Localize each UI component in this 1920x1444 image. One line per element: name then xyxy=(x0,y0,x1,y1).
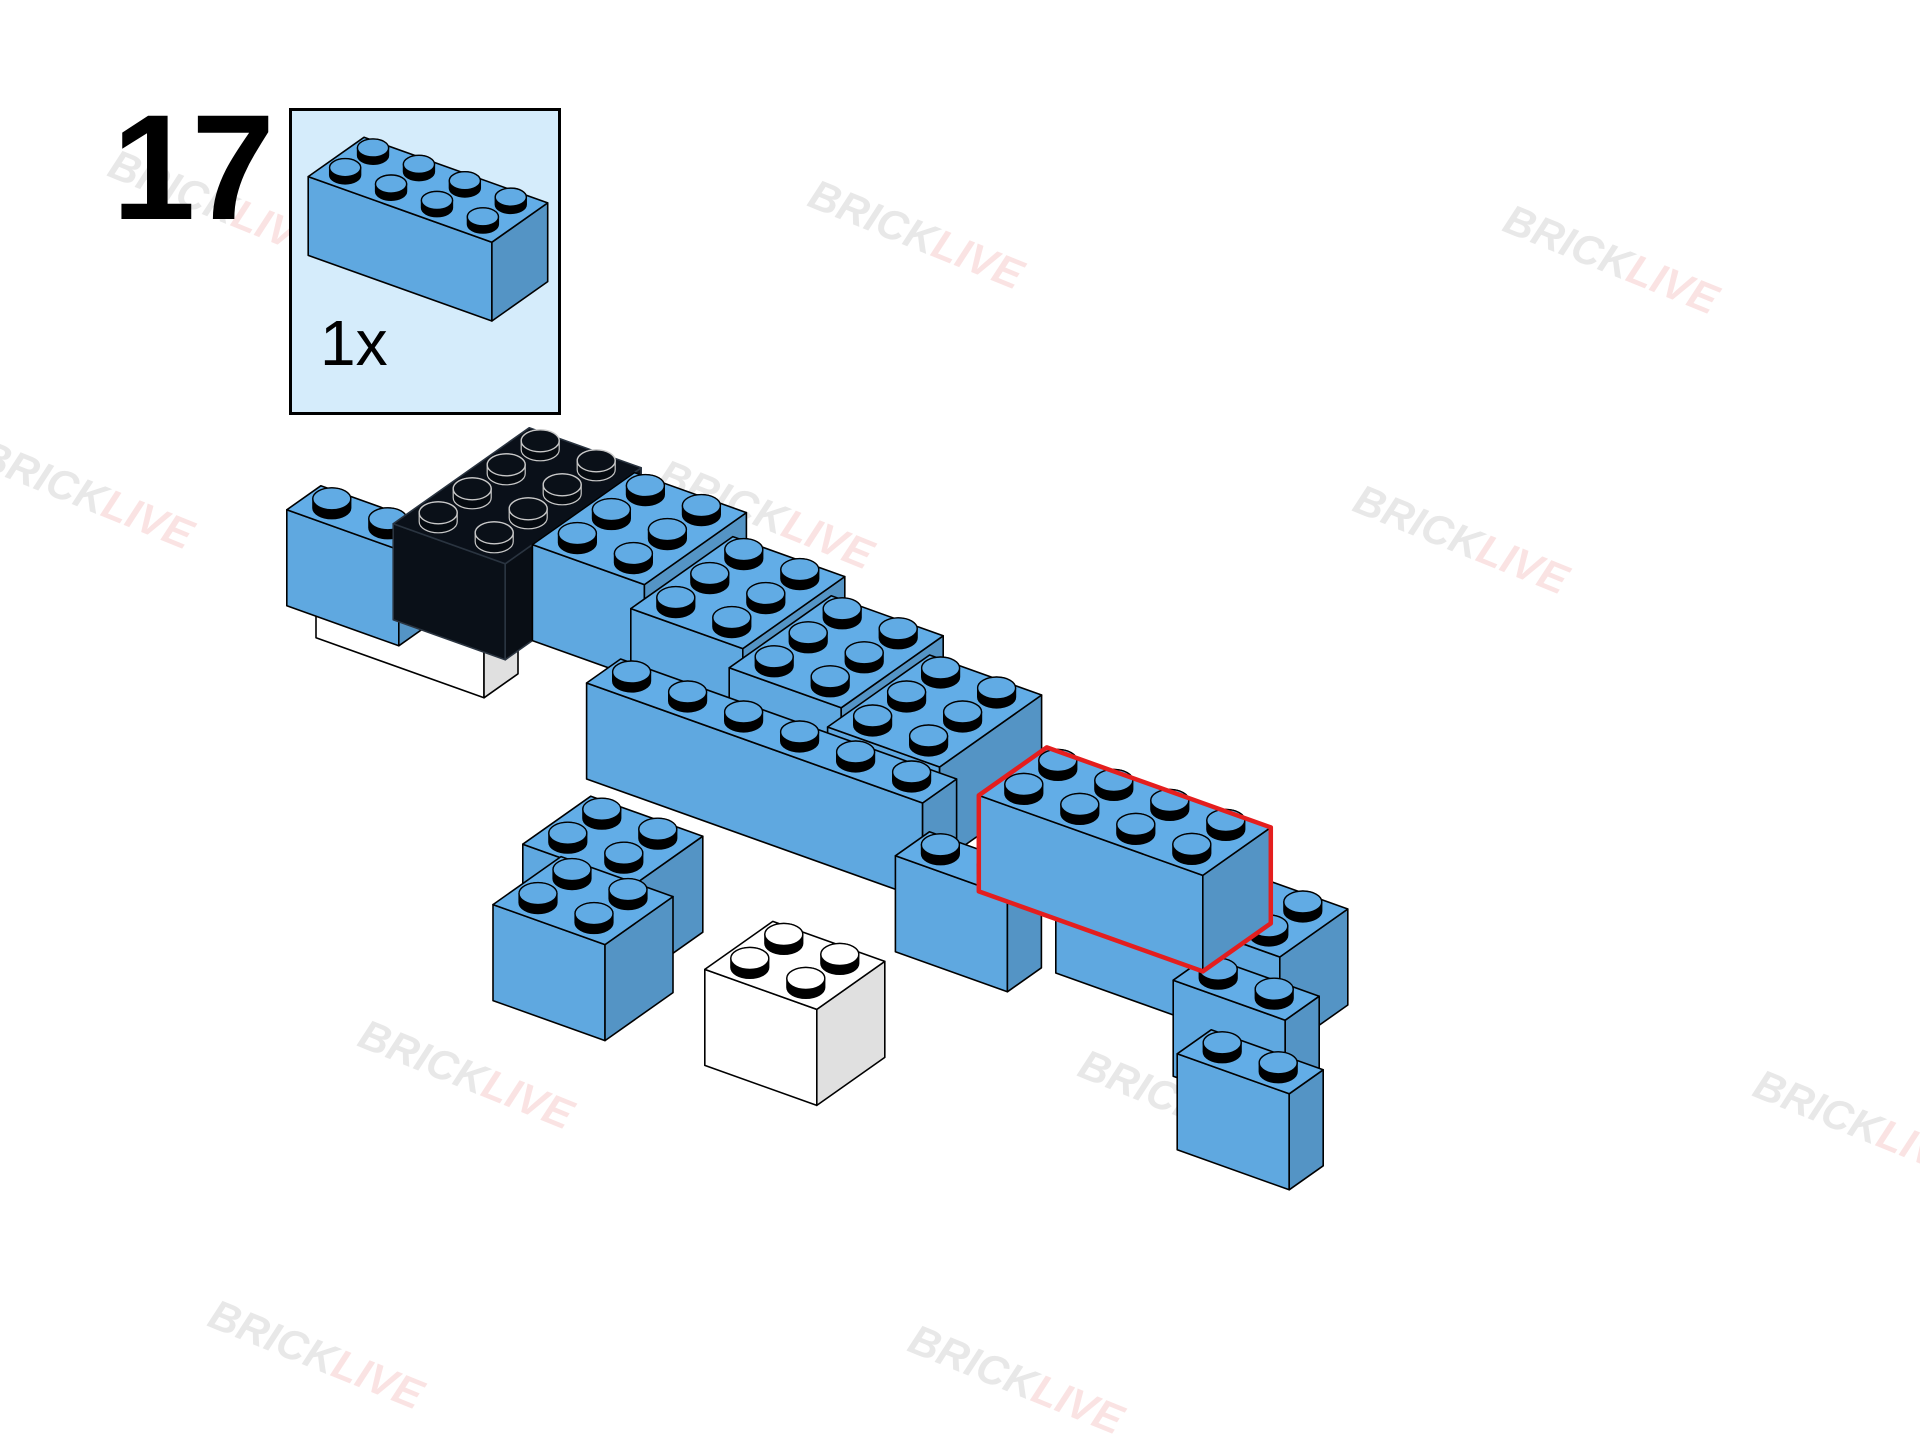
brick-stud xyxy=(356,138,390,165)
brick-stud xyxy=(494,187,528,215)
callout-brick-2x4 xyxy=(307,136,549,322)
brick-stud xyxy=(402,154,436,182)
brick-stud xyxy=(542,473,582,506)
brick-stud xyxy=(557,521,598,555)
brick-stud xyxy=(764,922,804,955)
model-brick-new-2x4 xyxy=(976,745,1274,974)
watermark-text-b: LIVE xyxy=(1025,1364,1130,1444)
brick-stud xyxy=(690,561,730,595)
brick-stud xyxy=(908,724,949,757)
brick-stud xyxy=(574,901,614,935)
brick-stud xyxy=(611,660,652,693)
brick-stud xyxy=(576,449,616,482)
brick-stud xyxy=(552,857,592,891)
brick-stud xyxy=(520,429,560,462)
model-assembly-diagram xyxy=(285,426,1349,1191)
brick-stud xyxy=(822,597,862,630)
brick-stud xyxy=(891,760,932,793)
brick-stud xyxy=(788,621,828,654)
brick-stud xyxy=(724,537,764,571)
brick-stud xyxy=(613,541,654,575)
brick-stud xyxy=(730,946,770,979)
brick-stud xyxy=(466,207,500,234)
brick-stud xyxy=(786,966,826,999)
brick-stud xyxy=(920,656,961,689)
brick-stud xyxy=(1172,832,1212,865)
brick-stud xyxy=(835,740,876,773)
brick-stud xyxy=(312,487,352,520)
step-number: 17 xyxy=(112,83,275,251)
brick-stud xyxy=(878,617,918,650)
brick-stud xyxy=(1094,768,1134,801)
brick-stud xyxy=(638,817,678,850)
brick-stud xyxy=(780,557,820,591)
brick-stud xyxy=(667,680,708,713)
brick-stud xyxy=(852,704,893,737)
brick-stud xyxy=(548,821,588,854)
brick-stud xyxy=(754,645,794,678)
brick-stud xyxy=(942,700,983,733)
brick-stud xyxy=(1004,772,1044,805)
brick-stud xyxy=(647,517,688,551)
brick-stud xyxy=(582,797,622,830)
brick-stud xyxy=(448,171,482,198)
brick-stud xyxy=(1202,1031,1242,1064)
parts-callout: 1x xyxy=(289,108,561,415)
brick-stud xyxy=(374,174,408,201)
brick-stud xyxy=(779,720,820,753)
brick-stud xyxy=(604,841,644,874)
brick-stud xyxy=(712,605,752,639)
brick-stud xyxy=(418,501,458,534)
brick-stud xyxy=(844,641,884,674)
brick-stud xyxy=(474,521,514,554)
part-brick-2x4-icon xyxy=(307,136,549,322)
brick-stud xyxy=(1258,1051,1298,1084)
brick-stud xyxy=(681,493,722,527)
brick-stud xyxy=(886,680,927,713)
new-part-highlight-outline xyxy=(976,745,1274,974)
brick-stud xyxy=(1116,812,1156,845)
brick-stud xyxy=(518,881,558,915)
brick-stud xyxy=(656,585,696,619)
brick-stud xyxy=(452,477,492,510)
brick-stud xyxy=(420,190,454,218)
brick-stud xyxy=(591,497,632,531)
model-brick-blue-tail-tip-2 xyxy=(1176,1029,1324,1191)
brick-stud xyxy=(486,453,526,486)
brick-stud xyxy=(1283,890,1323,923)
model-brick-white-leg xyxy=(703,920,886,1107)
brick-stud xyxy=(625,473,666,507)
brick-stud xyxy=(328,157,362,185)
brick-stud xyxy=(976,676,1017,709)
brick-stud xyxy=(810,665,850,698)
brick-stud xyxy=(746,581,786,615)
part-quantity: 1x xyxy=(320,307,388,379)
brick-stud xyxy=(508,497,548,530)
brick-stud xyxy=(1060,792,1100,825)
brick-stud xyxy=(1254,977,1294,1010)
brick-stud xyxy=(820,942,860,975)
model-brick-blue-leg-lower xyxy=(492,855,674,1042)
brick-stud xyxy=(723,700,764,733)
brick-stud xyxy=(920,833,961,866)
brick-stud xyxy=(608,877,648,911)
